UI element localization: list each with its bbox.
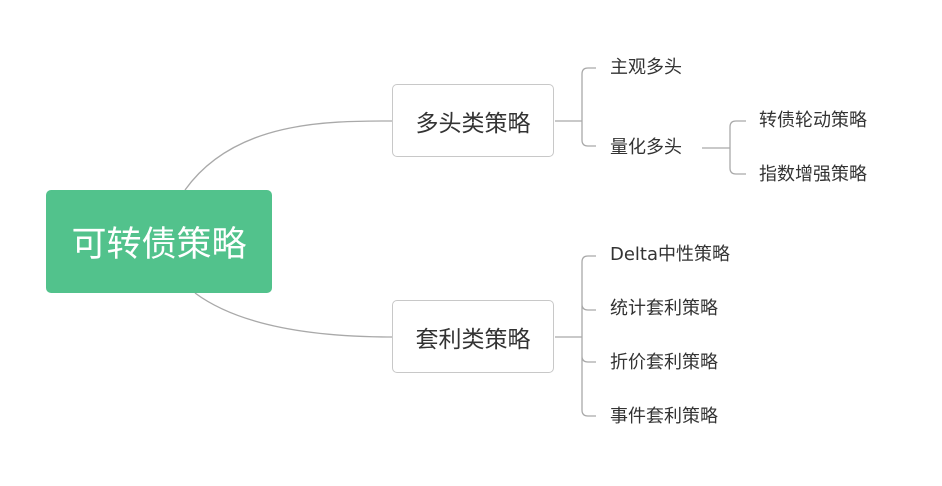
leaf-statistical-arbitrage[interactable]: 统计套利策略 [610,298,718,319]
root-node[interactable]: 可转债策略 [46,190,272,293]
connector-quant-children [702,120,746,175]
connector-root-arbitrage [194,292,394,338]
branch-node-long[interactable]: 多头类策略 [392,84,554,157]
branch-node-arbitrage[interactable]: 套利类策略 [392,300,554,373]
branch-label-arbitrage: 套利类策略 [415,326,531,353]
leaf-index-enhanced[interactable]: 指数增强策略 [759,164,867,185]
leaf-event-arbitrage[interactable]: 事件套利策略 [610,406,718,427]
leaf-discount-arbitrage[interactable]: 折价套利策略 [610,352,718,373]
leaf-rotation-strategy[interactable]: 转债轮动策略 [759,110,867,131]
leaf-subjective-long[interactable]: 主观多头 [610,57,682,78]
leaf-delta-neutral[interactable]: Delta中性策略 [610,244,731,265]
connector-arbitrage-children [555,255,596,417]
branch-label-long: 多头类策略 [415,110,531,137]
root-label: 可转债策略 [71,225,247,265]
connector-root-long [184,120,394,191]
connector-long-children [555,67,596,147]
leaf-quant-long[interactable]: 量化多头 [610,137,682,158]
